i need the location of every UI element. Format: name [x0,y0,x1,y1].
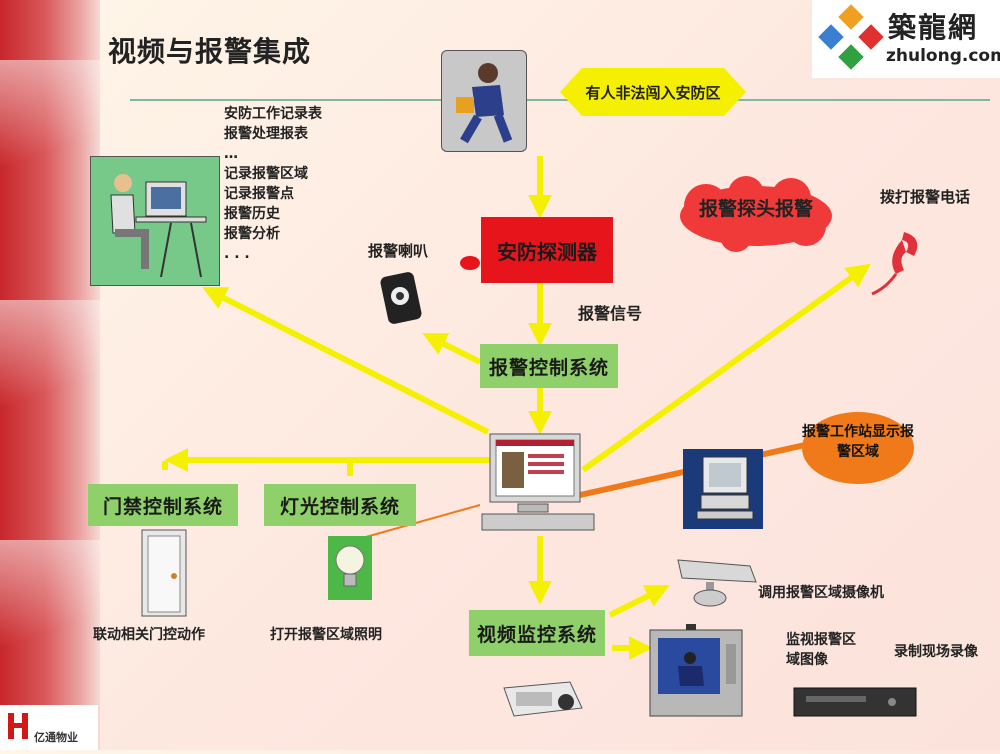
logo-english-text: zhulong.com [886,46,1000,66]
speaker-label: 报警喇叭 [368,242,429,260]
record-item: . . . [224,246,250,262]
workstation-callout-shape [802,412,914,484]
intruder-picture [441,50,527,152]
thief-icon [456,63,513,144]
company-logo-text: 亿通物业 [34,731,78,744]
light-control-box: 灯光控制系统 [264,484,416,526]
record-item: 报警历史 [224,206,280,222]
tv-monitor-icon [649,624,743,717]
record-item: 安防工作记录表 [224,106,322,122]
central-computer [478,430,598,534]
video-monitor-box: 视频监控系统 [469,610,605,656]
record-item: 记录报警区域 [224,166,308,182]
speaker-icon [380,272,422,324]
keyboard-controller-icon [503,681,583,717]
page-title: 视频与报警集成 [108,35,312,68]
left-decor-band [0,0,100,750]
company-logo-mark-icon [8,713,28,739]
workstation-label: 报警工作站显示报警区域 [802,424,914,460]
title-divider [130,99,990,101]
logo-mark-icon [818,4,884,70]
phone-icon [871,232,918,296]
record-item: … [224,146,238,162]
door-action-label: 联动相关门控动作 [93,627,205,643]
arrow-to-camera [608,585,670,618]
workstation-icon [683,449,763,529]
zhulong-logo [812,0,1000,78]
operator-icon [110,174,207,278]
record-item: 报警处理报表 [224,126,308,142]
arrow-to-phone [581,263,871,473]
detector-box: 安防探测器 [481,217,613,283]
records-list: 安防工作记录表 报警处理报表 … 记录报警区域 记录报警点 报警历史 报警分析 … [224,104,322,264]
computer-icon [481,433,595,531]
record-video-label: 录制现场录像 [894,644,978,660]
arrow-to-speaker [422,333,482,365]
camera-icon [677,559,757,607]
door-control-box: 门禁控制系统 [88,484,238,526]
light-bulb-icon [328,536,372,600]
detector-blob [460,256,480,270]
vcr-icon [793,687,917,717]
probe-alarm-label: 报警探头报警 [698,198,813,220]
intruder-callout-shape [560,68,746,116]
alarm-control-box: 报警控制系统 [480,344,618,388]
alarm-workstation [683,449,763,529]
probe-alarm-cloud [680,176,832,252]
monitor-image-label: 监视报警区域图像 [786,632,856,668]
record-item: 报警分析 [224,226,280,242]
alarm-signal-label: 报警信号 [578,304,643,323]
operator-picture [90,156,220,286]
record-item: 记录报警点 [224,186,294,202]
dial-phone-label: 拨打报警电话 [880,188,971,206]
intruder-callout-text: 有人非法闯入安防区 [585,84,721,102]
arrow-to-workstation-user [202,287,490,435]
logo-chinese-text: 築龍網 [888,11,979,44]
company-logo: 亿通物业 [0,705,98,750]
line-to-light [354,504,481,541]
light-action-label: 打开报警区域照明 [270,627,382,643]
camera-action-label: 调用报警区域摄像机 [758,585,884,601]
door-icon [141,529,187,617]
